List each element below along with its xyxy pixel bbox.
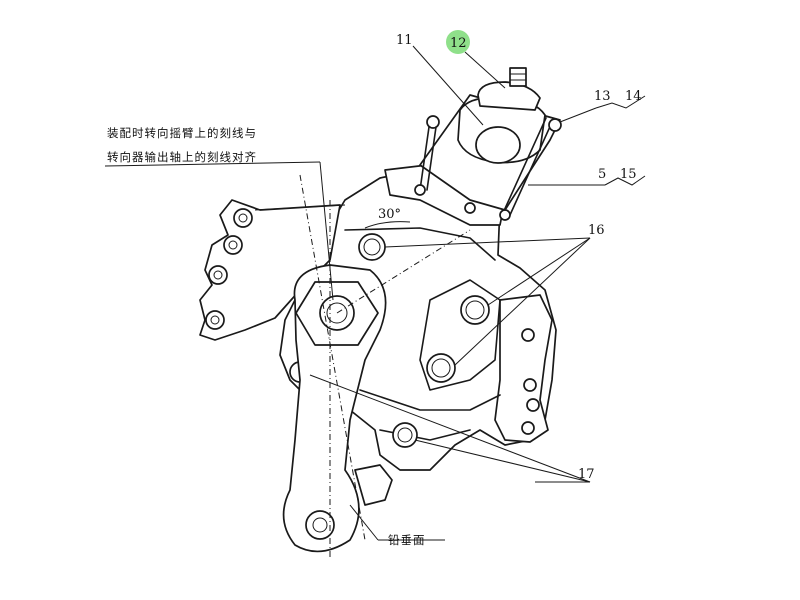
callout-17: 17 [578,467,595,482]
leader-lines [104,45,646,541]
right-mounting-tab [494,294,553,443]
left-bracket-bolts [205,208,253,330]
right-tab-holes [521,328,540,435]
callout-12-highlight [446,30,470,54]
callout-15: 15 [620,167,637,182]
assembly-note-line2: 转向器输出轴上的刻线对齐 [107,150,257,164]
angle-label: 30° [378,207,401,222]
lower-flange [354,464,393,506]
pitman-arm-ball-joint [305,510,335,540]
callout-16: 16 [588,223,605,238]
assembly-note-line1: 装配时转向摇臂上的刻线与 [107,126,257,140]
callout-11: 11 [396,33,413,48]
plumb-plane-label: 铅垂面 [388,533,426,547]
bolts-16 [358,233,490,383]
arm-centerline [299,174,366,541]
callout-5: 5 [598,167,606,182]
callout-13: 13 [594,89,611,104]
callout-12: 12 [450,36,467,51]
top-valve-assembly [384,67,562,226]
callout-14: 14 [625,89,642,104]
housing-contour-inner [344,227,501,391]
left-mounting-bracket [199,199,341,341]
